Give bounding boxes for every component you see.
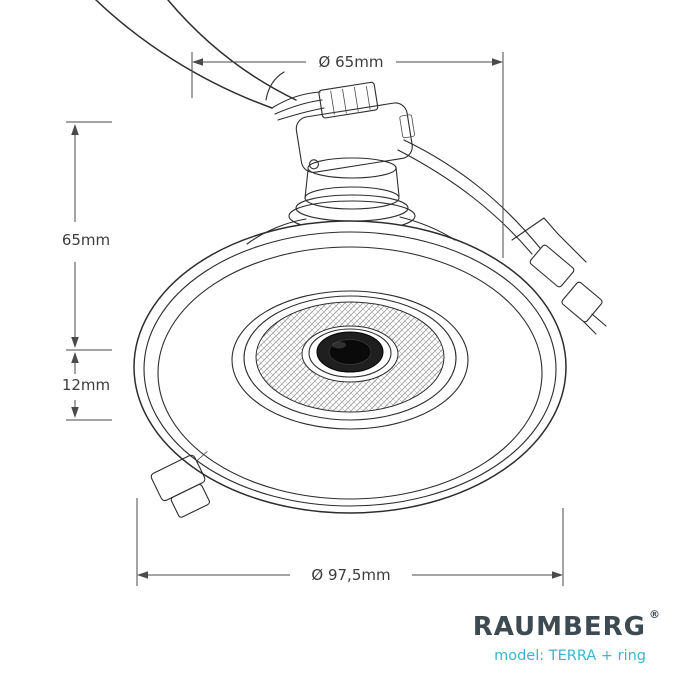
spring-clip-right: [529, 244, 607, 335]
power-cable: [95, 0, 325, 121]
dimension-bottom: Ø 97,5mm: [136, 498, 564, 586]
registered-trademark-icon: ®: [649, 608, 660, 621]
terminal-block: [318, 81, 379, 119]
brand-name: RAUMBERG: [473, 612, 646, 642]
brand-logo: RAUMBERG ® model: TERRA + ring: [473, 608, 660, 664]
dimension-left: 65mm 12mm: [62, 121, 112, 421]
dim-label-top-diameter: Ø 65mm: [319, 53, 384, 71]
dim-label-bottom-diameter: Ø 97,5mm: [311, 566, 390, 584]
dimension-top: Ø 65mm: [191, 52, 504, 258]
spring-clip-left: [150, 451, 210, 518]
lamp-body: [133, 216, 567, 514]
clip-wire: [397, 139, 587, 263]
model-label: model: TERRA + ring: [494, 648, 646, 664]
led-lens: [316, 331, 384, 373]
reflector-recess: [231, 290, 469, 430]
mounting-collar: [288, 157, 416, 232]
dim-label-height: 65mm: [62, 231, 110, 249]
textured-reflector: [255, 301, 445, 413]
connector-plug: [561, 281, 603, 323]
junction-box: [295, 81, 415, 173]
dim-label-trim-height: 12mm: [62, 376, 110, 394]
